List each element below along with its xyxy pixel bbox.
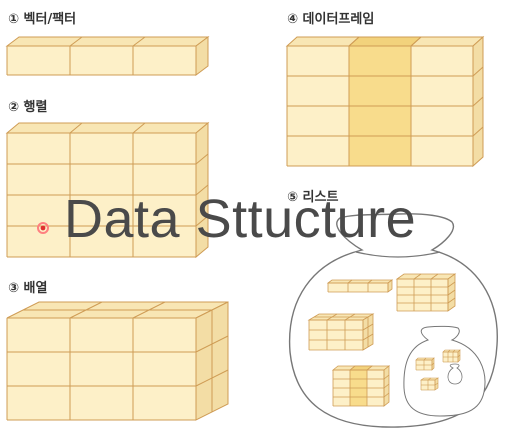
grid-line <box>383 374 390 380</box>
matrix-label: ② 행렬 <box>8 100 48 115</box>
nested-list-bag <box>403 325 486 417</box>
block-top-face <box>326 279 394 284</box>
array-illustration <box>6 301 229 421</box>
block-top-face <box>5 122 210 134</box>
vector-label: ① 벡터/팩터 <box>8 12 77 27</box>
grid-line <box>434 382 439 386</box>
grid-line <box>472 96 484 107</box>
block-front-face <box>328 283 388 292</box>
array-label: ③ 배열 <box>8 281 48 296</box>
grid-line <box>69 122 83 134</box>
grid-line <box>431 362 435 366</box>
grid-line <box>383 392 390 398</box>
grid-line <box>195 215 209 227</box>
list-illustration <box>288 213 498 428</box>
block-front-face <box>7 46 196 75</box>
grid-line <box>383 383 390 389</box>
list-bag-neck <box>355 251 441 258</box>
grid-line <box>132 122 146 134</box>
grid-line <box>452 349 456 353</box>
grid-line <box>430 273 439 280</box>
grid-line <box>423 357 427 361</box>
grid-line <box>447 289 456 296</box>
vector-illustration <box>5 36 210 76</box>
matrix-illustration <box>5 121 210 259</box>
grid-line <box>366 365 373 371</box>
grid-line <box>367 279 373 284</box>
grid-line <box>132 36 146 47</box>
grid-line <box>447 349 451 353</box>
grid-line <box>457 354 461 358</box>
grid-line <box>447 297 456 304</box>
grid-line <box>410 36 422 47</box>
grid-line <box>195 153 209 165</box>
grid-line <box>349 365 356 371</box>
overlay-title: Data Sttucture <box>64 189 417 249</box>
red-cursor-dot-center <box>40 225 46 231</box>
highlight-top <box>347 36 423 47</box>
grid-line <box>69 36 83 47</box>
dataframe-illustration <box>285 35 485 168</box>
grid-line <box>413 273 422 280</box>
block-front-face <box>7 318 196 420</box>
list-label: ⑤ 리스트 <box>287 190 339 205</box>
grid-line <box>472 126 484 137</box>
block-top-face <box>5 36 210 47</box>
grid-line <box>348 36 360 47</box>
dataframe-label: ④ 데이터프레임 <box>287 12 375 27</box>
grid-line <box>472 66 484 77</box>
grid-line <box>427 377 432 381</box>
grid-line <box>195 184 209 196</box>
grid-line <box>447 281 456 288</box>
block-front-face <box>309 320 363 350</box>
red-cursor-dot <box>37 222 49 234</box>
block-top-face <box>395 273 457 280</box>
grid-line <box>347 279 353 284</box>
tiny-nested-bag <box>447 363 463 385</box>
